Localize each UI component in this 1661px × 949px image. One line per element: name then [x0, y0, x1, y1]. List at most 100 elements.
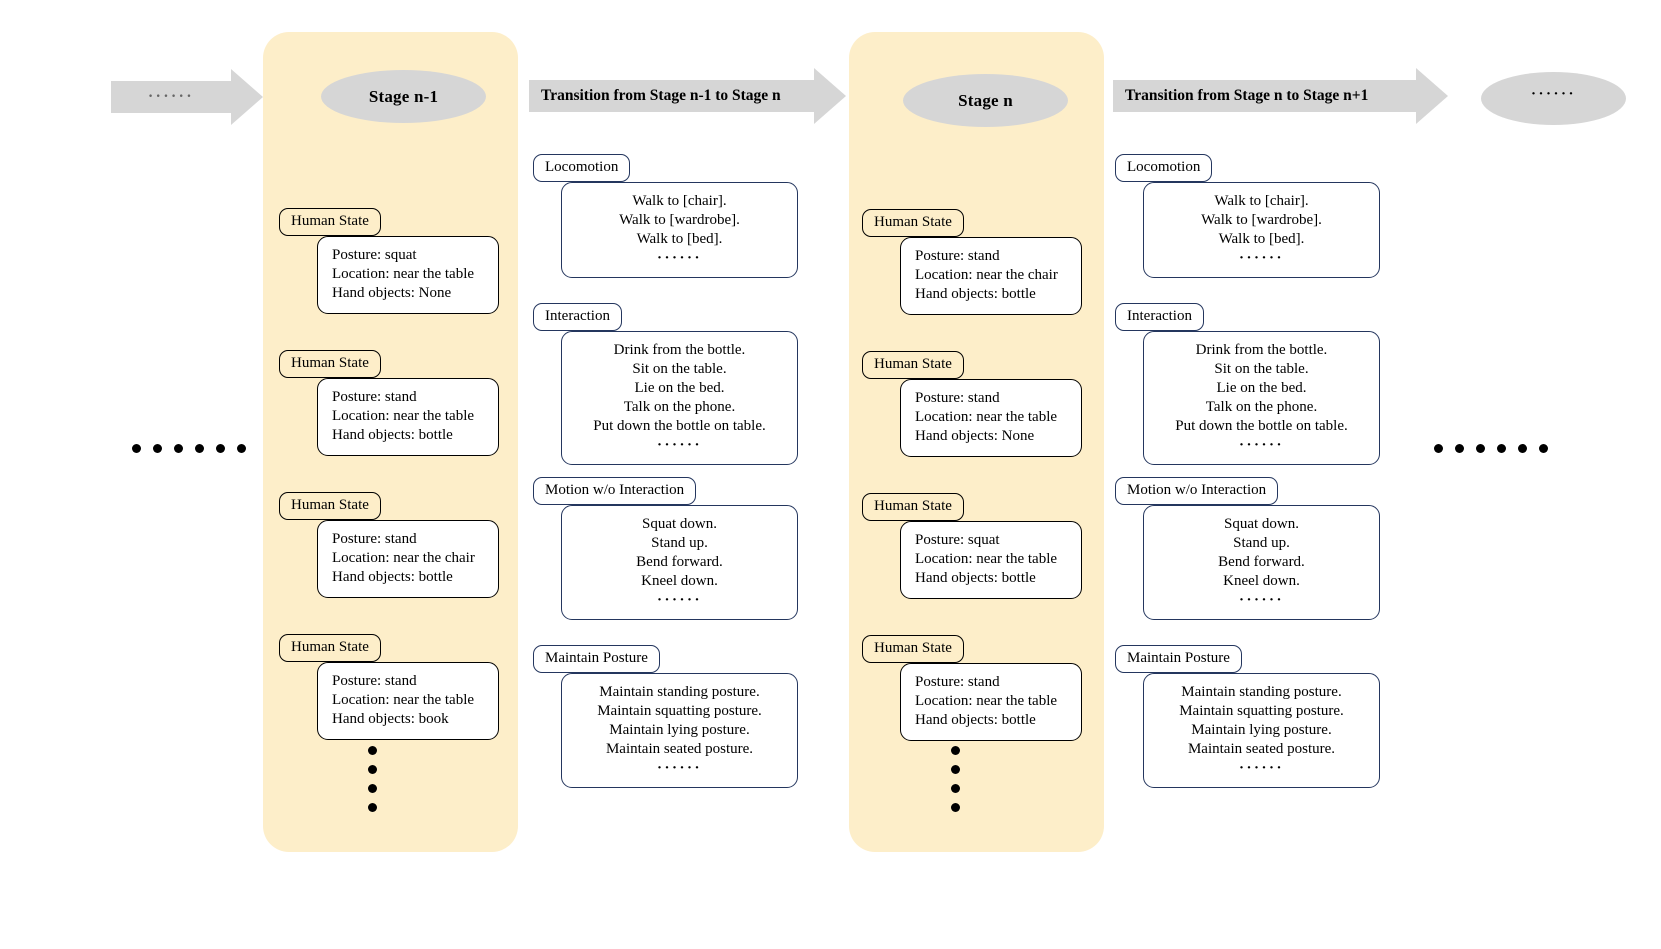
arrow-head-icon	[814, 68, 846, 124]
state-line: Location: near the chair	[915, 267, 1058, 284]
state-line: Location: near the table	[915, 409, 1058, 426]
transition-group-box: Maintain standing posture. Maintain squa…	[1143, 673, 1380, 789]
state-line: Posture: stand	[332, 389, 417, 405]
transition-header-arrow-1: Transition from Stage n-1 to Stage n	[529, 68, 846, 124]
transition-ellipsis: ······	[656, 592, 702, 609]
transition-group-tab: Locomotion	[1115, 154, 1213, 183]
stage-title-n: Stage n	[903, 74, 1068, 127]
state-line: Location: near the table	[332, 408, 475, 425]
human-state-box: Posture: stand Location: near the table …	[900, 663, 1082, 742]
transition-group-tab: Motion w/o Interaction	[1115, 477, 1279, 506]
transition-line: Maintain seated posture.	[1187, 741, 1336, 758]
stage-title-label: Stage n-1	[368, 86, 439, 106]
transition-line: Kneel down.	[641, 573, 718, 590]
human-state-tab: Human State	[862, 209, 964, 238]
arrow-head-icon	[1416, 68, 1448, 124]
state-line: Posture: squat	[915, 532, 1000, 548]
state-line: Posture: stand	[332, 531, 417, 547]
stage-title-label: Stage n	[958, 90, 1013, 110]
transition-line: Walk to [chair].	[1214, 193, 1309, 209]
transition-line: Maintain squatting posture.	[597, 703, 762, 720]
trailing-stage-ellipse: ······	[1481, 72, 1626, 125]
human-state-tab: Human State	[862, 635, 964, 664]
transition-line: Put down the bottle on table.	[593, 418, 766, 435]
transition-line: Sit on the table.	[1214, 361, 1309, 378]
transition-line: Squat down.	[1224, 516, 1299, 532]
transition-line: Bend forward.	[636, 554, 723, 571]
state-line: Posture: stand	[332, 673, 417, 689]
human-state-box: Posture: stand Location: near the table …	[317, 378, 499, 457]
human-state-tab: Human State	[862, 493, 964, 522]
state-line: Hand objects: book	[332, 711, 449, 728]
state-line: Hand objects: None	[915, 428, 1035, 445]
transition-group-box: Drink from the bottle. Sit on the table.…	[561, 331, 798, 466]
transition-line: Maintain lying posture.	[1191, 722, 1332, 739]
transition-group-box: Drink from the bottle. Sit on the table.…	[1143, 331, 1380, 466]
transition-ellipsis: ······	[1238, 760, 1284, 777]
transition-line: Stand up.	[1233, 535, 1290, 552]
human-state-tab: Human State	[279, 208, 381, 237]
transition-ellipsis: ······	[656, 437, 702, 454]
transition-group-box: Maintain standing posture. Maintain squa…	[561, 673, 798, 789]
stage-title-n-minus-1: Stage n-1	[321, 70, 486, 123]
transition-group-tab: Maintain Posture	[533, 645, 660, 674]
left-continuation-dots	[132, 444, 246, 453]
transition-ellipsis: ······	[1238, 592, 1284, 609]
transition-line: Maintain standing posture.	[1181, 684, 1342, 700]
transition-group-tab: Maintain Posture	[1115, 645, 1242, 674]
transition-line: Lie on the bed.	[1216, 380, 1307, 397]
transition-title: Transition from Stage n-1 to Stage n	[541, 87, 781, 105]
state-line: Posture: squat	[332, 247, 417, 263]
transition-ellipsis: ······	[1238, 437, 1284, 454]
transition-line: Drink from the bottle.	[613, 342, 746, 358]
human-state-box: Posture: stand Location: near the chair …	[317, 520, 499, 599]
state-line: Location: near the table	[332, 266, 475, 283]
human-state-box: Posture: stand Location: near the chair …	[900, 237, 1082, 316]
transition-line: Bend forward.	[1218, 554, 1305, 571]
transition-line: Drink from the bottle.	[1195, 342, 1328, 358]
human-state-box: Posture: squat Location: near the table …	[900, 521, 1082, 600]
transition-line: Walk to [chair].	[632, 193, 727, 209]
human-state-box: Posture: stand Location: near the table …	[317, 662, 499, 741]
transition-line: Talk on the phone.	[1205, 399, 1318, 416]
state-line: Hand objects: bottle	[915, 286, 1036, 303]
state-line: Hand objects: bottle	[915, 570, 1036, 587]
transition-group-tab: Locomotion	[533, 154, 631, 183]
trailing-ellipse-label: ······	[1530, 86, 1576, 102]
state-line: Posture: stand	[915, 674, 1000, 690]
state-line: Location: near the table	[915, 551, 1058, 568]
state-line: Hand objects: None	[332, 285, 452, 302]
state-line: Location: near the chair	[332, 550, 475, 567]
state-line: Hand objects: bottle	[915, 712, 1036, 729]
transition-group-tab: Interaction	[1115, 303, 1204, 332]
transition-line: Maintain squatting posture.	[1179, 703, 1344, 720]
transition-line: Talk on the phone.	[623, 399, 736, 416]
human-state-box: Posture: stand Location: near the table …	[900, 379, 1082, 458]
transition-group-tab: Motion w/o Interaction	[533, 477, 697, 506]
transition-ellipsis: ······	[656, 760, 702, 777]
transition-line: Sit on the table.	[632, 361, 727, 378]
human-state-tab: Human State	[862, 351, 964, 380]
transition-line: Walk to [wardrobe].	[1201, 212, 1322, 229]
transition-line: Lie on the bed.	[634, 380, 725, 397]
transition-line: Put down the bottle on table.	[1175, 418, 1348, 435]
transition-line: Maintain standing posture.	[599, 684, 760, 700]
transition-group-box: Walk to [chair]. Walk to [wardrobe]. Wal…	[1143, 182, 1380, 279]
right-continuation-dots	[1434, 444, 1548, 453]
transition-line: Kneel down.	[1223, 573, 1300, 590]
transition-line: Stand up.	[651, 535, 708, 552]
state-line: Posture: stand	[915, 390, 1000, 406]
transition-group-box: Squat down. Stand up. Bend forward. Knee…	[561, 505, 798, 621]
transition-line: Walk to [wardrobe].	[619, 212, 740, 229]
state-line: Hand objects: bottle	[332, 569, 453, 586]
transition-line: Maintain lying posture.	[609, 722, 750, 739]
transition-title: Transition from Stage n to Stage n+1	[1125, 87, 1369, 105]
state-line: Location: near the table	[915, 693, 1058, 710]
lead-arrow-label: ······	[147, 88, 194, 106]
transition-group-tab: Interaction	[533, 303, 622, 332]
lead-in-arrow: ······	[111, 69, 263, 125]
state-line: Hand objects: bottle	[332, 427, 453, 444]
human-state-tab: Human State	[279, 350, 381, 379]
transition-ellipsis: ······	[656, 250, 702, 267]
